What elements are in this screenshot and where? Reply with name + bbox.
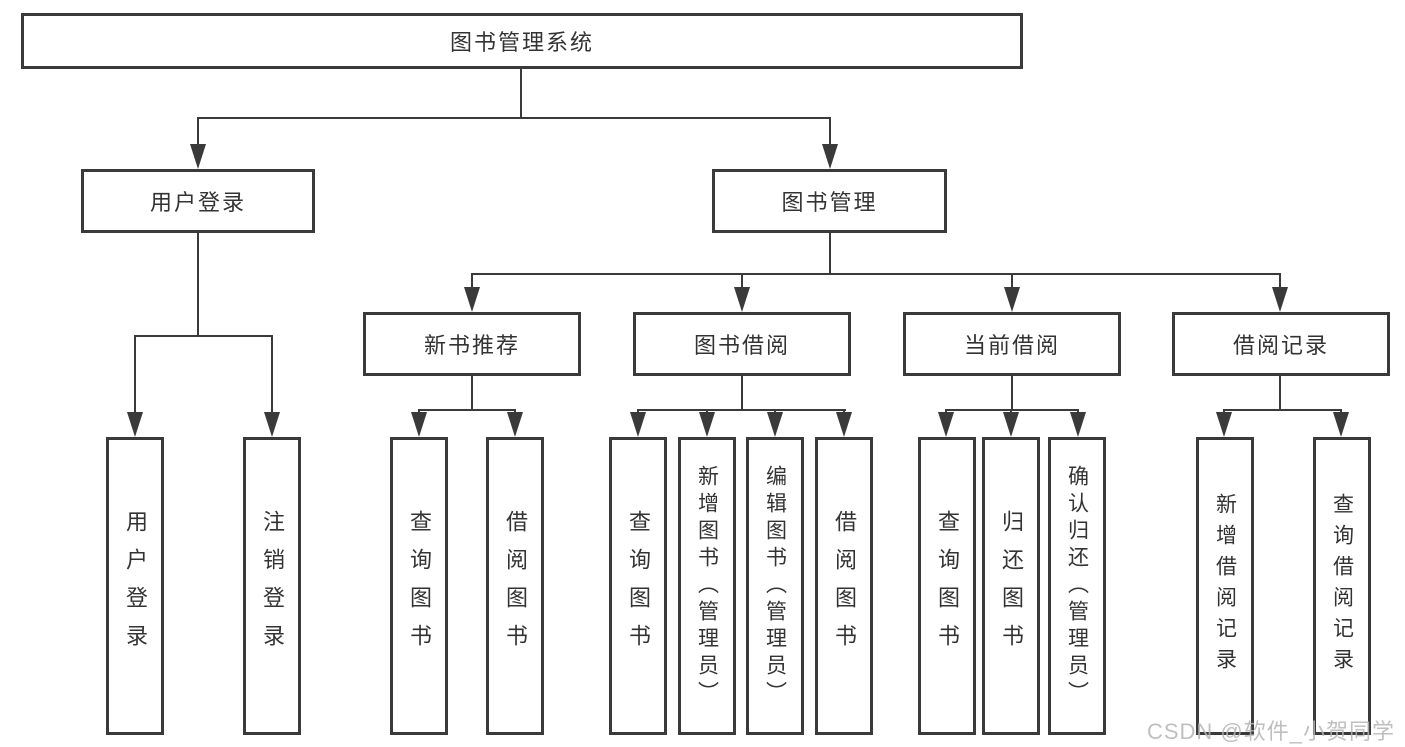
connector-line <box>520 68 522 118</box>
arrow-down-icon <box>767 412 783 437</box>
connector-line <box>1223 409 1342 411</box>
connector-line <box>1011 273 1013 291</box>
connector-line <box>271 335 273 415</box>
arrow-down-icon <box>836 412 852 437</box>
leaf-query-books-3: 查询图书 <box>918 437 976 735</box>
connector-line <box>1279 273 1281 291</box>
arrow-down-icon <box>734 287 750 312</box>
node-label: 借阅记录 <box>1232 333 1329 358</box>
node-label: 新增借阅记录 <box>1213 493 1237 679</box>
arrow-down-icon <box>822 144 838 169</box>
connector-line <box>471 273 473 291</box>
arrow-down-icon <box>1333 412 1349 437</box>
connector-line <box>197 117 199 149</box>
node-label: 查询借阅记录 <box>1330 493 1354 679</box>
arrow-down-icon <box>127 412 143 437</box>
connector-line <box>637 409 846 411</box>
arrow-down-icon <box>464 287 480 312</box>
connector-line <box>134 335 136 415</box>
arrow-down-icon <box>699 412 715 437</box>
arrow-down-icon <box>190 144 206 169</box>
connector-line <box>1011 376 1013 410</box>
connector-line <box>829 232 831 275</box>
arrow-down-icon <box>938 412 954 437</box>
node-label: 借阅图书 <box>503 510 528 662</box>
arrow-down-icon <box>411 412 427 437</box>
leaf-confirm-return-admin: 确认归还（管理员） <box>1048 437 1106 735</box>
node-label: 编辑图书（管理员） <box>763 464 787 708</box>
node-label: 注销登录 <box>260 510 285 662</box>
leaf-query-books-2: 查询图书 <box>609 437 667 735</box>
leaf-logout-login: 注销登录 <box>243 437 301 735</box>
connector-line <box>418 409 516 411</box>
connector-line <box>471 273 1281 275</box>
arrow-down-icon <box>264 412 280 437</box>
node-label: 图书管理 <box>781 190 878 215</box>
arrow-down-icon <box>507 412 523 437</box>
connector-line <box>829 117 831 149</box>
connector-line <box>1279 376 1281 410</box>
arrow-down-icon <box>1003 412 1019 437</box>
node-label: 当前借阅 <box>963 333 1060 358</box>
node-book-borrowing: 图书借阅 <box>633 312 851 376</box>
leaf-user-login: 用户登录 <box>106 437 164 735</box>
leaf-add-book-admin: 新增图书（管理员） <box>678 437 736 735</box>
connector-line <box>741 376 743 410</box>
connector-line <box>471 376 473 410</box>
arrow-down-icon <box>630 412 646 437</box>
arrow-down-icon <box>1070 412 1086 437</box>
arrow-down-icon <box>1272 287 1288 312</box>
leaf-borrow-books-2: 借阅图书 <box>815 437 873 735</box>
node-new-book-recommend: 新书推荐 <box>363 312 581 376</box>
node-borrow-records: 借阅记录 <box>1172 312 1390 376</box>
leaf-query-books-1: 查询图书 <box>390 437 448 735</box>
node-label: 借阅图书 <box>832 510 857 662</box>
leaf-query-borrow-record: 查询借阅记录 <box>1313 437 1371 735</box>
node-root: 图书管理系统 <box>21 13 1023 69</box>
watermark-text: CSDN @软件_小贺同学 <box>1146 719 1395 744</box>
node-label: 图书管理系统 <box>449 30 594 55</box>
leaf-borrow-books-1: 借阅图书 <box>486 437 544 735</box>
leaf-return-books: 归还图书 <box>982 437 1040 735</box>
connector-line <box>945 409 1079 411</box>
node-label: 用户登录 <box>149 190 246 215</box>
node-label: 图书借阅 <box>693 333 790 358</box>
node-current-borrowing: 当前借阅 <box>903 312 1121 376</box>
arrow-down-icon <box>1004 287 1020 312</box>
node-label: 查询图书 <box>935 510 960 662</box>
node-label: 新书推荐 <box>423 333 520 358</box>
connector-line <box>134 335 273 337</box>
connector-line <box>197 232 199 337</box>
node-label: 新增图书（管理员） <box>695 464 719 708</box>
node-label: 查询图书 <box>407 510 432 662</box>
node-book-management: 图书管理 <box>712 169 947 233</box>
leaf-edit-book-admin: 编辑图书（管理员） <box>746 437 804 735</box>
connector-line <box>741 273 743 291</box>
node-label: 查询图书 <box>626 510 651 662</box>
node-user-login: 用户登录 <box>81 169 315 233</box>
leaf-add-borrow-record: 新增借阅记录 <box>1196 437 1254 735</box>
arrow-down-icon <box>1216 412 1232 437</box>
node-label: 用户登录 <box>123 510 148 662</box>
node-label: 确认归还（管理员） <box>1065 464 1089 708</box>
connector-line <box>197 117 831 119</box>
node-label: 归还图书 <box>999 510 1024 662</box>
